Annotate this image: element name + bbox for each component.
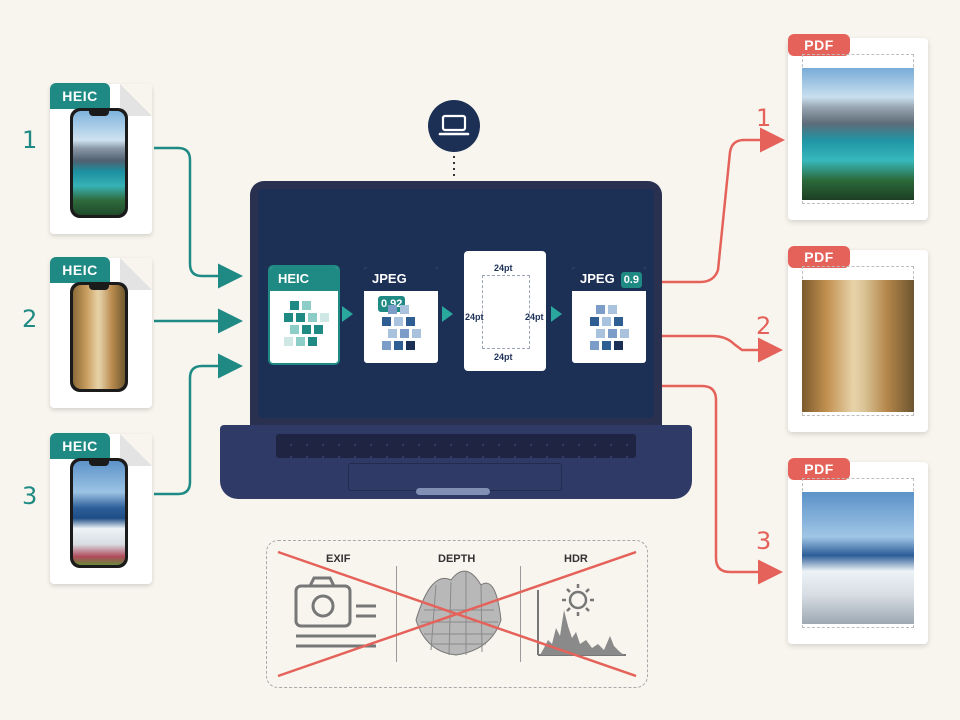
phone-thumbnail-1 xyxy=(70,108,128,218)
margin-bottom-label: 24pt xyxy=(494,352,513,362)
pdf-photo-2 xyxy=(802,280,914,412)
laptop-trackpad xyxy=(348,463,562,491)
output-pdf-1: PDF xyxy=(788,38,928,220)
laptop-hinge-notch xyxy=(416,488,490,495)
input-file-1: HEIC xyxy=(50,84,152,234)
jpeg-card-1: JPEG0.92 xyxy=(362,265,440,365)
pipeline-arrow-1 xyxy=(342,306,353,322)
heic-card: HEIC xyxy=(268,265,340,365)
jpeg2-label: JPEG xyxy=(580,271,615,286)
page-content-area xyxy=(482,275,530,349)
page-margin-card: 24pt 24pt 24pt 24pt xyxy=(464,251,546,371)
output-number-1: 1 xyxy=(756,104,771,132)
meta-graphics xyxy=(266,540,648,688)
margin-right-label: 24pt xyxy=(525,312,544,322)
camera-icon xyxy=(296,578,376,646)
input-tag-3: HEIC xyxy=(50,433,110,459)
input-number-3: 3 xyxy=(22,482,37,510)
phone-thumbnail-2 xyxy=(70,282,128,392)
pdf-photo-1 xyxy=(802,68,914,200)
output-tag-3: PDF xyxy=(788,458,850,480)
margin-left-label: 24pt xyxy=(465,312,484,322)
pdf-photo-3 xyxy=(802,492,914,624)
jpeg-card-2: JPEG 0.9 xyxy=(570,265,648,365)
output-number-2: 2 xyxy=(756,312,771,340)
pipeline-arrow-2 xyxy=(442,306,453,322)
pipeline-arrow-3 xyxy=(551,306,562,322)
jpeg2-quality-badge: 0.9 xyxy=(621,272,642,288)
histogram-graphic xyxy=(538,590,626,655)
laptop-icon xyxy=(428,100,480,152)
laptop-keyboard xyxy=(276,434,636,458)
margin-top-label: 24pt xyxy=(494,263,513,273)
input-number-2: 2 xyxy=(22,305,37,333)
input-tag-2: HEIC xyxy=(50,257,110,283)
input-file-2: HEIC xyxy=(50,258,152,408)
input-tag-1: HEIC xyxy=(50,83,110,109)
output-pdf-3: PDF xyxy=(788,462,928,644)
output-number-3: 3 xyxy=(756,527,771,555)
output-arrow-1 xyxy=(662,140,780,282)
input-number-1: 1 xyxy=(22,126,37,154)
phone-thumbnail-3 xyxy=(70,458,128,568)
input-arrow-1 xyxy=(154,148,238,276)
output-pdf-2: PDF xyxy=(788,250,928,432)
heic-card-label: HEIC xyxy=(270,267,338,291)
output-tag-1: PDF xyxy=(788,34,850,56)
jpeg1-label: JPEG xyxy=(372,271,407,286)
input-file-3: HEIC xyxy=(50,434,152,584)
sun-icon xyxy=(562,584,594,616)
output-tag-2: PDF xyxy=(788,246,850,268)
